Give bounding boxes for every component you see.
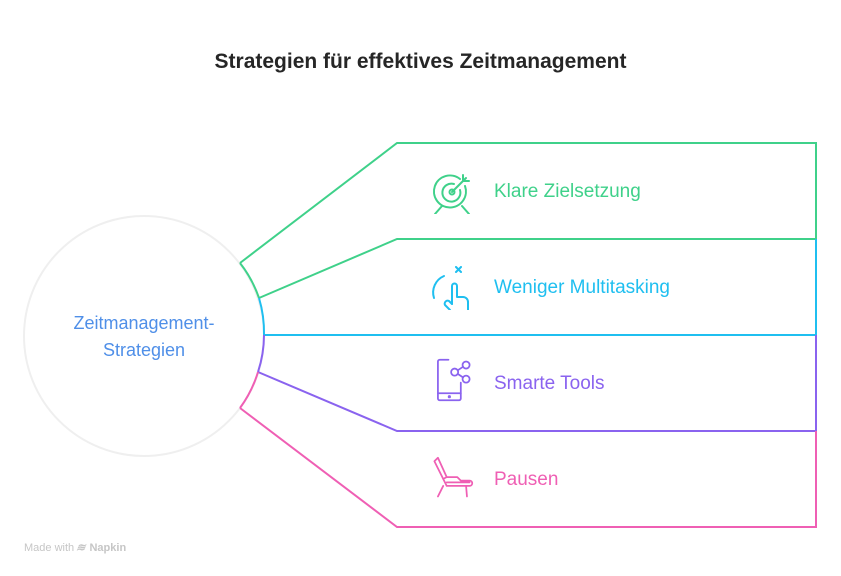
armchair-icon [433,456,474,498]
branch-smarte-tools [257,334,817,432]
footer-brand: Napkin [89,542,127,554]
made-with-napkin-footer: Made with ≋ Napkin [24,541,126,554]
footer-made-with: Made with [24,542,75,554]
branch-pausen [239,371,817,528]
center-label: Zeitmanagement- Strategien [44,310,244,364]
hand-pointer-x-icon [432,266,469,310]
center-label-line1: Zeitmanagement- [73,313,215,333]
diagram-title: Strategien für effektives Zeitmanagement [214,50,627,73]
napkin-logo-icon: ≋ [74,542,89,554]
item-label-weniger-multitasking: Weniger Multitasking [494,277,671,298]
item-label-klare-zielsetzung: Klare Zielsetzung [494,181,641,202]
smartphone-share-icon [437,358,471,402]
item-label-pausen: Pausen [494,469,559,490]
branch-klare-zielsetzung [239,142,817,299]
center-label-line2: Strategien [102,340,186,360]
item-label-smarte-tools: Smarte Tools [494,373,605,394]
target-arrow-icon [432,174,470,214]
